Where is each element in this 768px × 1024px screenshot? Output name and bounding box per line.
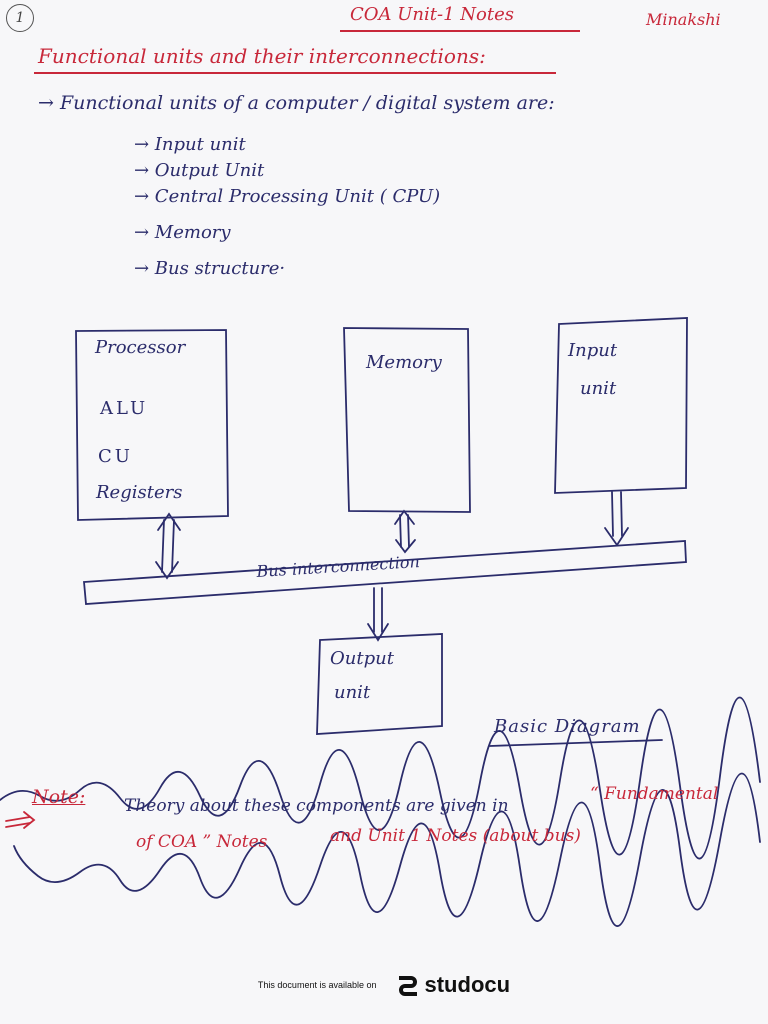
input-bus-arrow bbox=[604, 491, 629, 547]
caption-underline bbox=[489, 739, 663, 747]
processor-label: Processor bbox=[95, 337, 186, 358]
intro-line: → Functional units of a computer / digit… bbox=[38, 92, 555, 114]
title-underline bbox=[340, 30, 580, 32]
note-line2-b: and Unit 1 Notes (about bus) bbox=[330, 826, 581, 846]
bus-output-arrow bbox=[367, 587, 389, 642]
output-label-line1: Output bbox=[330, 648, 394, 669]
input-label-line1: Input bbox=[568, 340, 618, 361]
bus-bar bbox=[83, 540, 687, 605]
alu-label: ALU bbox=[100, 398, 149, 419]
note-label: Note: bbox=[32, 786, 86, 808]
note-wavy-border-top bbox=[0, 696, 761, 860]
list-item-input: → Input unit bbox=[134, 134, 246, 155]
heading-underline bbox=[34, 72, 556, 74]
footer-text: This document is available on bbox=[257, 980, 377, 990]
note-line1-a: Theory about these components are given … bbox=[124, 796, 509, 816]
list-item-cpu: → Central Processing Unit ( CPU) bbox=[134, 186, 441, 207]
footer: This document is available on studocu bbox=[0, 972, 768, 998]
list-item-bus: → Bus structure· bbox=[134, 258, 286, 279]
notes-title: COA Unit-1 Notes bbox=[350, 4, 514, 25]
page-number: 1 bbox=[6, 4, 34, 32]
output-box bbox=[316, 633, 443, 735]
input-box bbox=[554, 317, 688, 494]
memory-bus-arrow bbox=[394, 509, 416, 554]
processor-bus-arrow bbox=[155, 512, 181, 580]
memory-label: Memory bbox=[366, 352, 442, 373]
note-wavy-border-bottom bbox=[13, 772, 761, 927]
list-item-memory: → Memory bbox=[134, 222, 231, 243]
section-heading: Functional units and their interconnecti… bbox=[38, 44, 486, 68]
studocu-logo[interactable]: studocu bbox=[395, 972, 511, 998]
note-arrow bbox=[5, 811, 36, 829]
studocu-brand-text: studocu bbox=[424, 972, 511, 997]
output-label-line2: unit bbox=[334, 682, 371, 703]
author-name: Minakshi bbox=[646, 10, 721, 29]
cu-label: CU bbox=[98, 446, 133, 467]
studocu-logo-icon bbox=[398, 976, 417, 996]
processor-box bbox=[75, 329, 229, 521]
note-line1-b: “ Fundamental bbox=[590, 784, 719, 804]
diagram-caption: Basic Diagram bbox=[494, 716, 641, 737]
input-label-line2: unit bbox=[580, 378, 617, 399]
memory-box bbox=[343, 327, 471, 513]
note-line2-a: of COA ” Notes bbox=[136, 832, 268, 852]
list-item-output: → Output Unit bbox=[134, 160, 265, 181]
registers-label: Registers bbox=[96, 482, 183, 503]
